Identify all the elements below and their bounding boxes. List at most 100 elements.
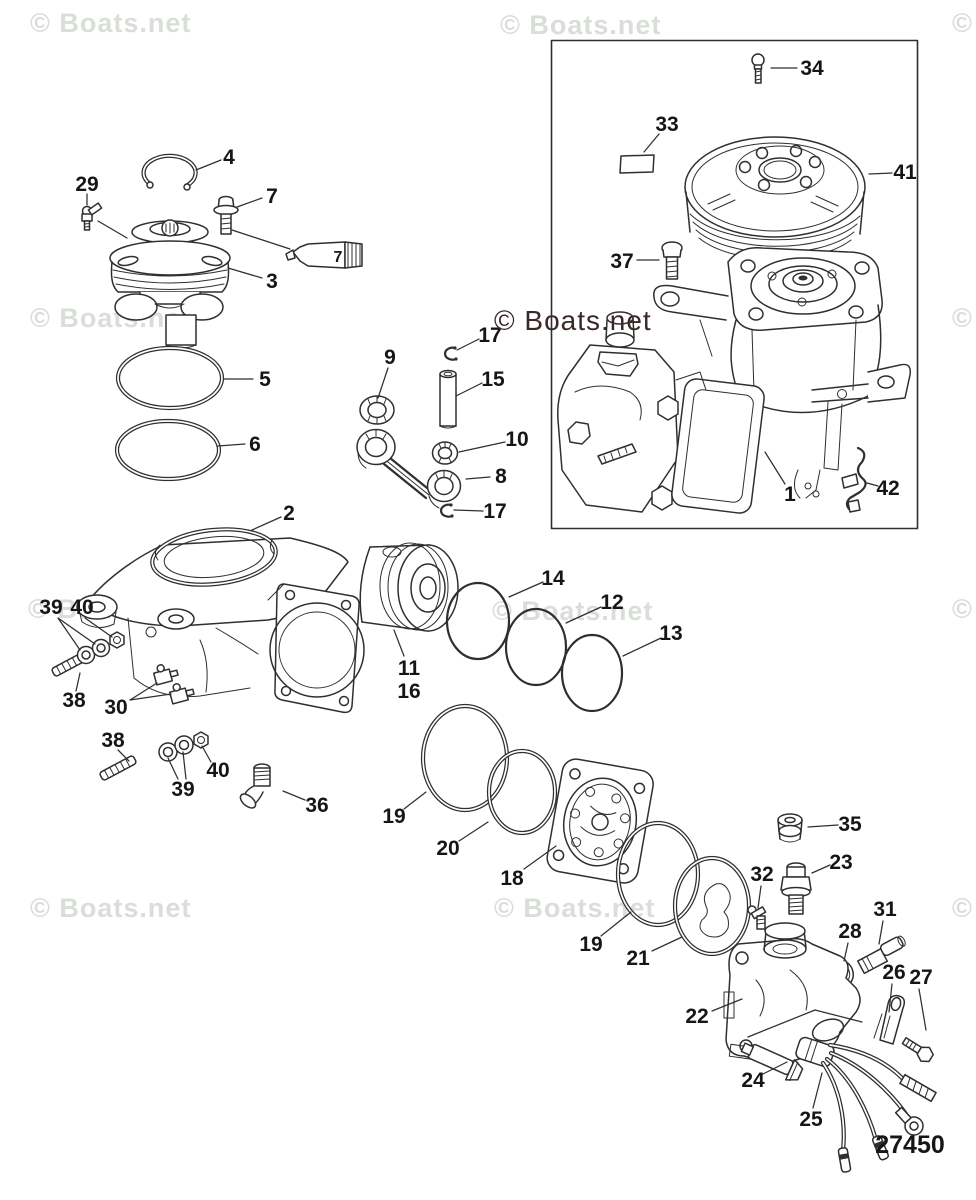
part-27-screw [901, 1036, 934, 1063]
callout-3: 3 [266, 270, 278, 293]
callout-29: 29 [75, 173, 98, 196]
callout-19: 19 [579, 933, 602, 956]
leader-line [764, 451, 786, 485]
leader-line [918, 988, 927, 1031]
leader-line [458, 441, 506, 453]
part-31-fitting [857, 935, 906, 975]
leader-line [377, 367, 389, 399]
leader-line [227, 267, 263, 279]
callout-1: 1 [784, 483, 796, 506]
inset-box-border [550, 39, 919, 530]
leader-line [600, 911, 632, 937]
part-29-fitting [81, 202, 103, 231]
leader-line [403, 791, 427, 810]
part-9-needle-bearing [359, 395, 395, 425]
part-36-fitting [239, 763, 271, 809]
callout-10: 10 [505, 428, 528, 451]
part-22-cylinder-head [723, 922, 861, 1067]
leader-line [508, 581, 544, 598]
leader-line [97, 220, 128, 239]
part-10-needle-bearing [431, 441, 459, 465]
callout-20: 20 [436, 837, 459, 860]
part-14-piston-ring [445, 581, 511, 661]
part-12-piston-ring [504, 607, 568, 687]
callout-26: 26 [882, 961, 905, 984]
callout-40: 40 [206, 759, 229, 782]
part-37-bolt [661, 241, 683, 280]
part-4-snap-ring [141, 153, 198, 191]
callout-25: 25 [799, 1108, 823, 1131]
leader-line [201, 745, 212, 763]
part-1-compressor-assembly [557, 247, 912, 514]
leader-lines-layer [57, 67, 927, 1109]
callout-37: 37 [610, 250, 633, 273]
callout-24: 24 [741, 1069, 765, 1092]
part-21-gasket [672, 855, 752, 957]
leader-line [565, 606, 602, 624]
part-41-pulley [684, 136, 866, 260]
part-19-o-ring-upper [420, 703, 510, 813]
callout-41: 41 [893, 161, 917, 184]
leader-line [129, 693, 172, 701]
part-2-cylinder-block [76, 527, 365, 714]
leader-line [217, 443, 246, 447]
leader-line [453, 509, 484, 512]
leader-line [807, 824, 839, 828]
leader-line [456, 338, 480, 351]
callout-40: 40 [70, 596, 93, 619]
callout-6: 6 [249, 433, 261, 456]
part-30-fittings [152, 664, 195, 705]
leader-line [84, 617, 113, 638]
leader-line [75, 672, 81, 692]
leader-line [866, 482, 879, 487]
callout-21: 21 [626, 947, 650, 970]
part-11-16-piston [359, 542, 459, 632]
callout-22: 22 [685, 1005, 708, 1028]
callout-11: 11 [398, 657, 421, 680]
leader-line [117, 749, 130, 762]
callout-2: 2 [283, 502, 295, 525]
part-26-fork-bracket [873, 994, 906, 1045]
callout-39: 39 [39, 596, 62, 619]
callout-14: 14 [541, 567, 565, 590]
leader-line [455, 382, 483, 397]
callout-17: 17 [483, 500, 506, 523]
part-35-grommet [777, 813, 803, 843]
callout-36: 36 [305, 794, 328, 817]
leader-line [458, 821, 489, 842]
part-15-piston-pin [439, 369, 457, 429]
part-32-fitting [747, 905, 767, 930]
leader-line [251, 516, 282, 531]
part-5-o-ring [115, 345, 225, 411]
part-8-connecting-rod [356, 428, 462, 509]
leader-line [757, 885, 762, 909]
callout-16: 16 [397, 680, 420, 703]
callout-38: 38 [101, 729, 125, 752]
part-24-sensor [740, 1042, 804, 1082]
leader-line [393, 629, 405, 657]
part-39-washers-lower [158, 735, 194, 762]
part-18-valve-plate [546, 758, 654, 884]
leader-line [868, 172, 893, 175]
leader-line [195, 159, 222, 171]
callout-5: 5 [259, 368, 271, 391]
callout-17: 17 [478, 324, 501, 347]
leader-line [57, 617, 81, 651]
callout-19: 19 [382, 805, 405, 828]
leader-line [762, 1061, 788, 1075]
callout-30: 30 [104, 696, 127, 719]
callout-15: 15 [481, 368, 505, 391]
leader-line [711, 998, 743, 1012]
part-34-screw [751, 53, 765, 84]
part-19-o-ring-lower [615, 820, 701, 928]
leader-line [622, 637, 662, 657]
callout-18: 18 [500, 867, 524, 890]
leader-line [643, 133, 660, 153]
part-17-retaining-ring-upper [443, 346, 458, 361]
drawing-number: 27450 [875, 1131, 945, 1159]
part-33-label-plate [619, 154, 655, 174]
callout-12: 12 [600, 591, 623, 614]
